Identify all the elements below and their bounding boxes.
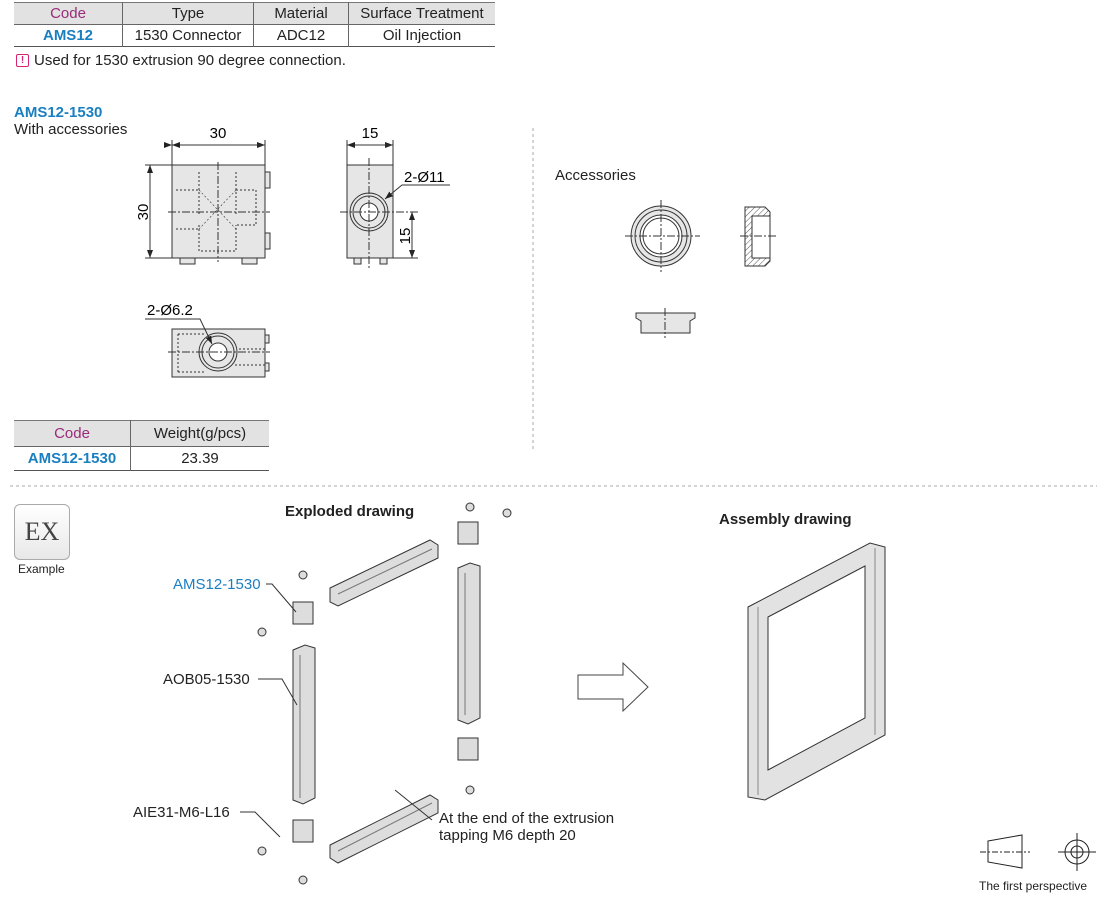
exploded-drawing bbox=[257, 502, 512, 885]
exploded-drawing-title: Exploded drawing bbox=[285, 503, 415, 520]
dim-width: 30 bbox=[210, 125, 227, 142]
assembly-frame-drawing bbox=[747, 542, 886, 801]
bottom-extrusion bbox=[329, 794, 439, 864]
accessories-label: Accessories bbox=[555, 167, 636, 184]
callout-connector: AMS12-1530 bbox=[173, 576, 261, 593]
callout-tapping-line2: tapping M6 depth 20 bbox=[439, 827, 576, 844]
left-extrusion bbox=[292, 644, 316, 805]
accessory-cap-drawing bbox=[625, 200, 776, 338]
connector-bottom-left bbox=[292, 819, 314, 843]
projection-label: The first perspective bbox=[979, 879, 1088, 893]
warning-icon: ! bbox=[16, 54, 29, 67]
first-angle-projection-icon bbox=[980, 833, 1096, 871]
dim-center: 15 bbox=[397, 228, 414, 245]
cell-type: 1530 Connector bbox=[122, 24, 254, 47]
header-code: Code bbox=[14, 2, 123, 25]
dim-hole-large: 2-Ø11 bbox=[404, 169, 445, 186]
callout-profile: AOB05-1530 bbox=[163, 671, 250, 688]
cell-material: ADC12 bbox=[253, 24, 349, 47]
bottom-view-drawing bbox=[145, 318, 270, 378]
header-material: Material bbox=[253, 2, 349, 25]
weight-table: Code Weight(g/pcs) AMS12-1530 23.39 bbox=[14, 420, 269, 471]
spec-table: Code Type Material Surface Treatment AMS… bbox=[14, 2, 495, 47]
dim-depth: 15 bbox=[362, 125, 379, 142]
header-type: Type bbox=[122, 2, 254, 25]
weight-header-code: Code bbox=[14, 420, 131, 447]
usage-note: ! Used for 1530 extrusion 90 degree conn… bbox=[16, 52, 346, 69]
side-view-drawing bbox=[340, 140, 450, 268]
header-surface: Surface Treatment bbox=[348, 2, 495, 25]
dim-height: 30 bbox=[135, 204, 152, 221]
example-icon: EX bbox=[14, 504, 70, 560]
product-subtitle: With accessories bbox=[14, 121, 128, 138]
top-extrusion bbox=[329, 539, 439, 607]
callout-screw: AIE31-M6-L16 bbox=[133, 804, 230, 821]
product-code-title: AMS12-1530 bbox=[14, 104, 103, 121]
cell-code: AMS12 bbox=[42, 27, 94, 44]
assembly-drawing-title: Assembly drawing bbox=[719, 511, 852, 528]
callout-tapping-line1: At the end of the extrusion bbox=[439, 810, 615, 827]
arrow-icon bbox=[577, 661, 649, 713]
connector-bottom-right bbox=[457, 737, 479, 761]
cell-surface: Oil Injection bbox=[348, 24, 495, 47]
front-view-drawing bbox=[145, 140, 271, 265]
weight-cell-value: 23.39 bbox=[130, 446, 269, 471]
weight-cell-code: AMS12-1530 bbox=[27, 450, 117, 467]
example-label: Example bbox=[18, 562, 65, 576]
right-extrusion bbox=[457, 562, 481, 725]
weight-header-weight: Weight(g/pcs) bbox=[130, 420, 269, 447]
connector-top-right bbox=[457, 521, 479, 545]
callout-leaders bbox=[240, 583, 433, 838]
dim-hole-small: 2-Ø6.2 bbox=[147, 302, 193, 319]
usage-note-text: Used for 1530 extrusion 90 degree connec… bbox=[34, 52, 346, 69]
connector-top-left bbox=[292, 601, 314, 625]
